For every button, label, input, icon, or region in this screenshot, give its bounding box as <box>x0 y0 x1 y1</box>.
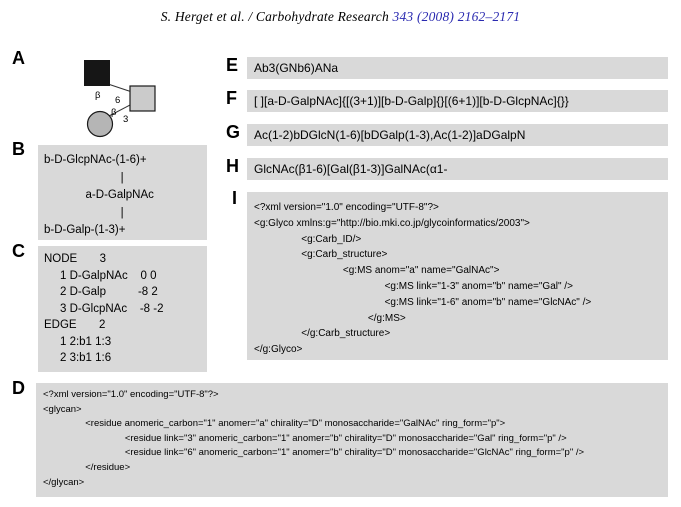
panel-f-label: F <box>226 88 237 108</box>
running-head: S. Herget et al. / Carbohydrate Research… <box>0 9 681 25</box>
position-3-label: 3 <box>123 114 128 125</box>
panel-b-code: b-D-GlcpNAc-(1-6)+ | a-D-GalpNAc | b-D-G… <box>44 154 154 236</box>
linkage-line-b3 <box>108 103 133 117</box>
panel-h-label: H <box>226 156 239 176</box>
linkage-line-b6 <box>107 83 133 93</box>
anomer-beta-bottom-label: β <box>111 107 117 118</box>
panel-e-bar: Ab3(GNb6)ANa <box>247 57 668 79</box>
panel-a-label: A <box>12 48 25 68</box>
panel-g-label: G <box>226 122 241 142</box>
panel-g-text: Ac(1-2)bDGlcN(1-6)[bDGalp(1-3),Ac(1-2)]a… <box>254 128 526 142</box>
panel-c-label: C <box>12 241 25 261</box>
citation-text: S. Herget et al. / Carbohydrate Research <box>160 9 393 24</box>
anomer-beta-top-label: β <box>95 90 101 101</box>
panel-c-box: NODE 3 1 D-GalpNAc 0 0 2 D-Galp -8 2 3 D… <box>38 246 207 372</box>
galnac-symbol <box>129 85 156 112</box>
panel-f-bar: [ ][a-D-GalpNAc]{[(3+1)][b-D-Galp]{}[(6+… <box>247 90 668 112</box>
panel-i-label: I <box>232 188 238 208</box>
glcnac-symbol <box>84 60 110 86</box>
panel-b-label: B <box>12 139 25 159</box>
panel-h-text: GlcNAc(β1-6)[Gal(β1-3)]GalNAc(α1- <box>254 162 448 176</box>
position-6-label: 6 <box>115 95 120 106</box>
panel-c-code: NODE 3 1 D-GalpNAc 0 0 2 D-Galp -8 2 3 D… <box>44 253 164 364</box>
panel-d-xml: <?xml version="1.0" encoding="UTF-8"?> <… <box>43 389 585 488</box>
panel-i-box: <?xml version="1.0" encoding="UTF-8"?> <… <box>247 192 668 360</box>
panel-d-label: D <box>12 378 25 398</box>
gal-symbol <box>86 110 114 138</box>
panel-h-bar: GlcNAc(β1-6)[Gal(β1-3)]GalNAc(α1- <box>247 158 668 180</box>
panel-f-text: [ ][a-D-GalpNAc]{[(3+1)][b-D-Galp]{}[(6+… <box>254 94 569 108</box>
panel-b-box: b-D-GlcpNAc-(1-6)+ | a-D-GalpNAc | b-D-G… <box>38 145 207 240</box>
panel-i-xml: <?xml version="1.0" encoding="UTF-8"?> <… <box>254 202 592 356</box>
panel-d-box: <?xml version="1.0" encoding="UTF-8"?> <… <box>36 383 668 497</box>
panel-e-text: Ab3(GNb6)ANa <box>254 61 339 75</box>
citation-volume-pages: 343 (2008) 2162–2171 <box>392 9 521 24</box>
panel-g-bar: Ac(1-2)bDGlcN(1-6)[bDGalp(1-3),Ac(1-2)]a… <box>247 124 668 146</box>
panel-e-label: E <box>226 55 239 75</box>
glycan-diagram: β 6 β 3 <box>84 60 156 138</box>
